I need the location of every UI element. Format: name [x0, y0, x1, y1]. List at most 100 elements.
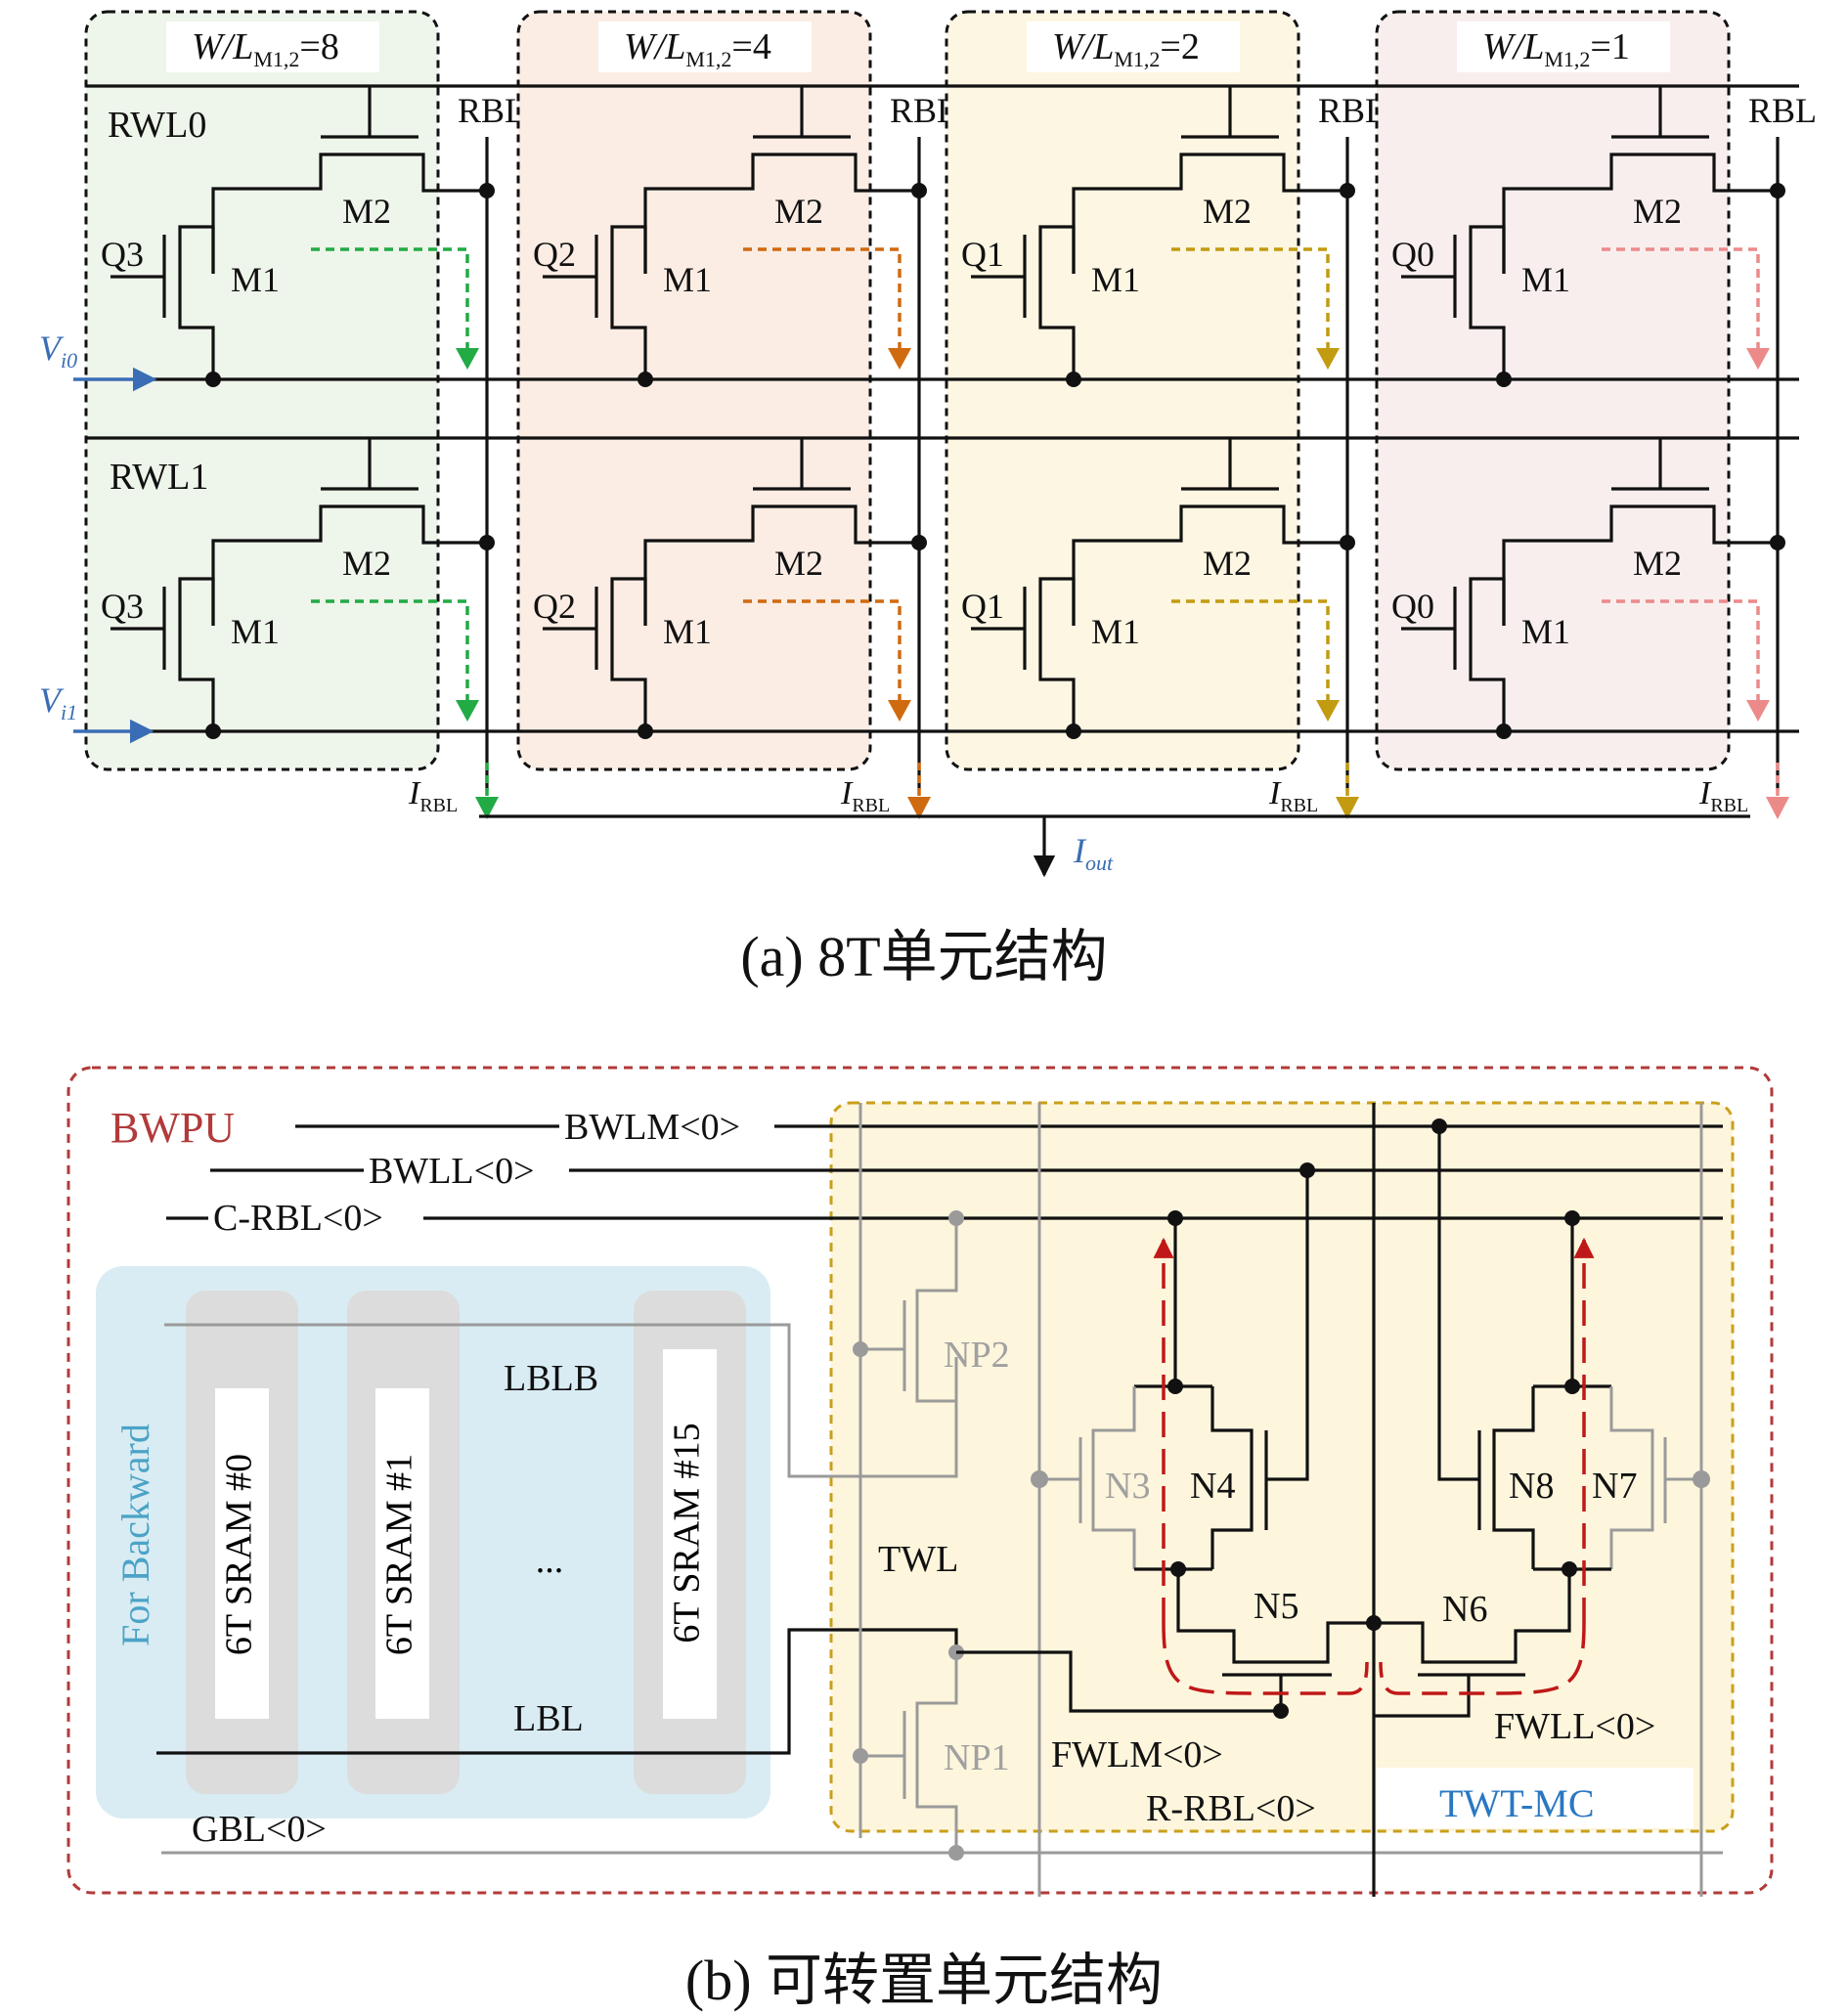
- irbl-arrowhead: [1336, 797, 1359, 819]
- crbl-label-bg: [208, 1199, 423, 1238]
- m1-label: M1: [663, 612, 712, 651]
- read-current-arrow: [1171, 599, 1330, 712]
- cell-column-box: [1375, 10, 1731, 771]
- twtmc-box: [829, 1101, 1735, 1833]
- m2-label: M2: [1633, 544, 1682, 583]
- caption-b: (b) 可转置单元结构: [685, 1949, 1163, 2012]
- m2-label: M2: [1203, 544, 1252, 583]
- bwll-label-bg: [364, 1151, 569, 1190]
- sram-0-label: 6T SRAM #0: [219, 1454, 260, 1655]
- read-current-arrow: [743, 247, 902, 360]
- m1-label: M1: [1091, 612, 1140, 651]
- vi0-input: Vi0: [39, 329, 157, 392]
- caption-a: (a) 8T单元结构: [740, 925, 1107, 988]
- np2-transistor: NP2: [853, 1210, 1010, 1476]
- rbl-label: RBL: [1748, 91, 1817, 130]
- np1-label: NP1: [944, 1737, 1010, 1778]
- np2-label: NP2: [944, 1335, 1010, 1376]
- rwl0-label: RWL0: [108, 105, 206, 146]
- rrbl-label: R-RBL<0>: [1146, 1788, 1316, 1829]
- gbl-label: GBL<0>: [192, 1809, 327, 1850]
- fwlm-wire: [956, 1650, 1281, 1713]
- m1-label: M1: [663, 260, 712, 299]
- wl-label: W/LM1,2=1: [1482, 26, 1630, 71]
- q-label: Q2: [533, 235, 576, 274]
- bwpu-box: [66, 1066, 1774, 1895]
- vi1-label: Vi1: [39, 680, 77, 724]
- irbl-label: IRBL: [408, 775, 458, 816]
- sram-0-label-bg: [215, 1388, 269, 1719]
- m1-label: M1: [231, 260, 280, 299]
- irbl-arrowhead: [1766, 797, 1789, 819]
- read-current-arrow: [311, 599, 469, 712]
- twtmc-label: TWT-MC: [1439, 1781, 1595, 1825]
- q-label: Q3: [101, 235, 144, 274]
- n3-label: N3: [1105, 1466, 1150, 1507]
- n8-label: N8: [1509, 1466, 1554, 1507]
- m2-label: M2: [774, 192, 823, 231]
- read-current-arrow: [1602, 599, 1760, 712]
- bwlm-label: BWLM<0>: [564, 1107, 740, 1148]
- fwlm-label: FWLM<0>: [1051, 1734, 1223, 1775]
- irbl-label: IRBL: [840, 775, 890, 816]
- q-label: Q2: [533, 587, 576, 626]
- n3-n4-stack: N3 N4: [1031, 1162, 1315, 1577]
- sram-15: 6T SRAM #15: [634, 1291, 746, 1794]
- q-label: Q1: [961, 587, 1004, 626]
- sram-ellipsis: ...: [536, 1540, 564, 1581]
- n5-label: N5: [1254, 1586, 1298, 1627]
- twtmc-label-bg: [1377, 1768, 1694, 1828]
- q-label: Q0: [1391, 587, 1434, 626]
- m1-label: M1: [1521, 612, 1570, 651]
- cell-columns: W/LM1,2=8RBLIRBLM2M1Q3M2M1Q3W/LM1,2=4RBL…: [84, 10, 1817, 819]
- m2-label: M2: [342, 544, 391, 583]
- q-label: Q0: [1391, 235, 1434, 274]
- fwll-label: FWLL<0>: [1494, 1706, 1655, 1747]
- cell-column-box: [84, 10, 440, 771]
- q-label: Q3: [101, 587, 144, 626]
- bwll-label: BWLL<0>: [369, 1151, 535, 1192]
- twl-label: TWL: [878, 1539, 958, 1580]
- n5-n6-pair: N5 N6 FWLL<0>: [1176, 1569, 1655, 1747]
- irbl-arrowhead: [475, 797, 499, 819]
- n6-label: N6: [1442, 1589, 1487, 1630]
- irbl-label: IRBL: [1698, 775, 1748, 816]
- lbl-label: LBL: [513, 1698, 584, 1739]
- read-current-arrow: [1171, 247, 1330, 360]
- sram-15-label: 6T SRAM #15: [667, 1423, 708, 1643]
- backward-label: For Backward: [113, 1424, 157, 1646]
- crbl-label: C-RBL<0>: [213, 1198, 383, 1239]
- lblb-label: LBLB: [504, 1358, 598, 1399]
- sram-15-label-bg: [663, 1349, 717, 1719]
- m1-label: M1: [1091, 260, 1140, 299]
- wl-label-bg: [1027, 22, 1240, 72]
- sram-1: 6T SRAM #1: [347, 1291, 460, 1794]
- iout-label: Iout: [1073, 831, 1114, 875]
- wl-label-bg: [1457, 22, 1670, 72]
- irbl-label: IRBL: [1268, 775, 1318, 816]
- rbl-label: RBL: [1318, 91, 1386, 130]
- panel-b-transposable-cell: BWPU TWT-MC For Backward 6T SRAM #0 6T S…: [66, 1066, 1774, 2012]
- rbl-label: RBL: [458, 91, 526, 130]
- cell-column-box: [516, 10, 872, 771]
- lbl-line: [156, 1628, 958, 1755]
- bwpu-label: BWPU: [110, 1104, 235, 1152]
- vi1-input: Vi1: [39, 680, 154, 744]
- left-current-path: [1162, 1622, 1369, 1695]
- q-label: Q1: [961, 235, 1004, 274]
- bwlm-label-bg: [559, 1107, 774, 1146]
- wl-label: W/LM1,2=2: [1052, 26, 1200, 71]
- rwl1-label: RWL1: [110, 457, 208, 498]
